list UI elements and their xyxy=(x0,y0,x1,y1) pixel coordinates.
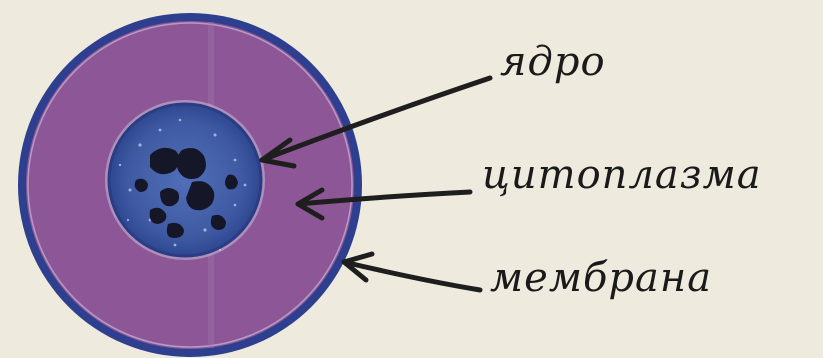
label-membrane: мембрана xyxy=(490,258,712,298)
cell-nucleus xyxy=(109,104,261,256)
label-cytoplasm: цитоплазма xyxy=(482,155,762,195)
label-nucleus: ядро xyxy=(500,42,606,82)
